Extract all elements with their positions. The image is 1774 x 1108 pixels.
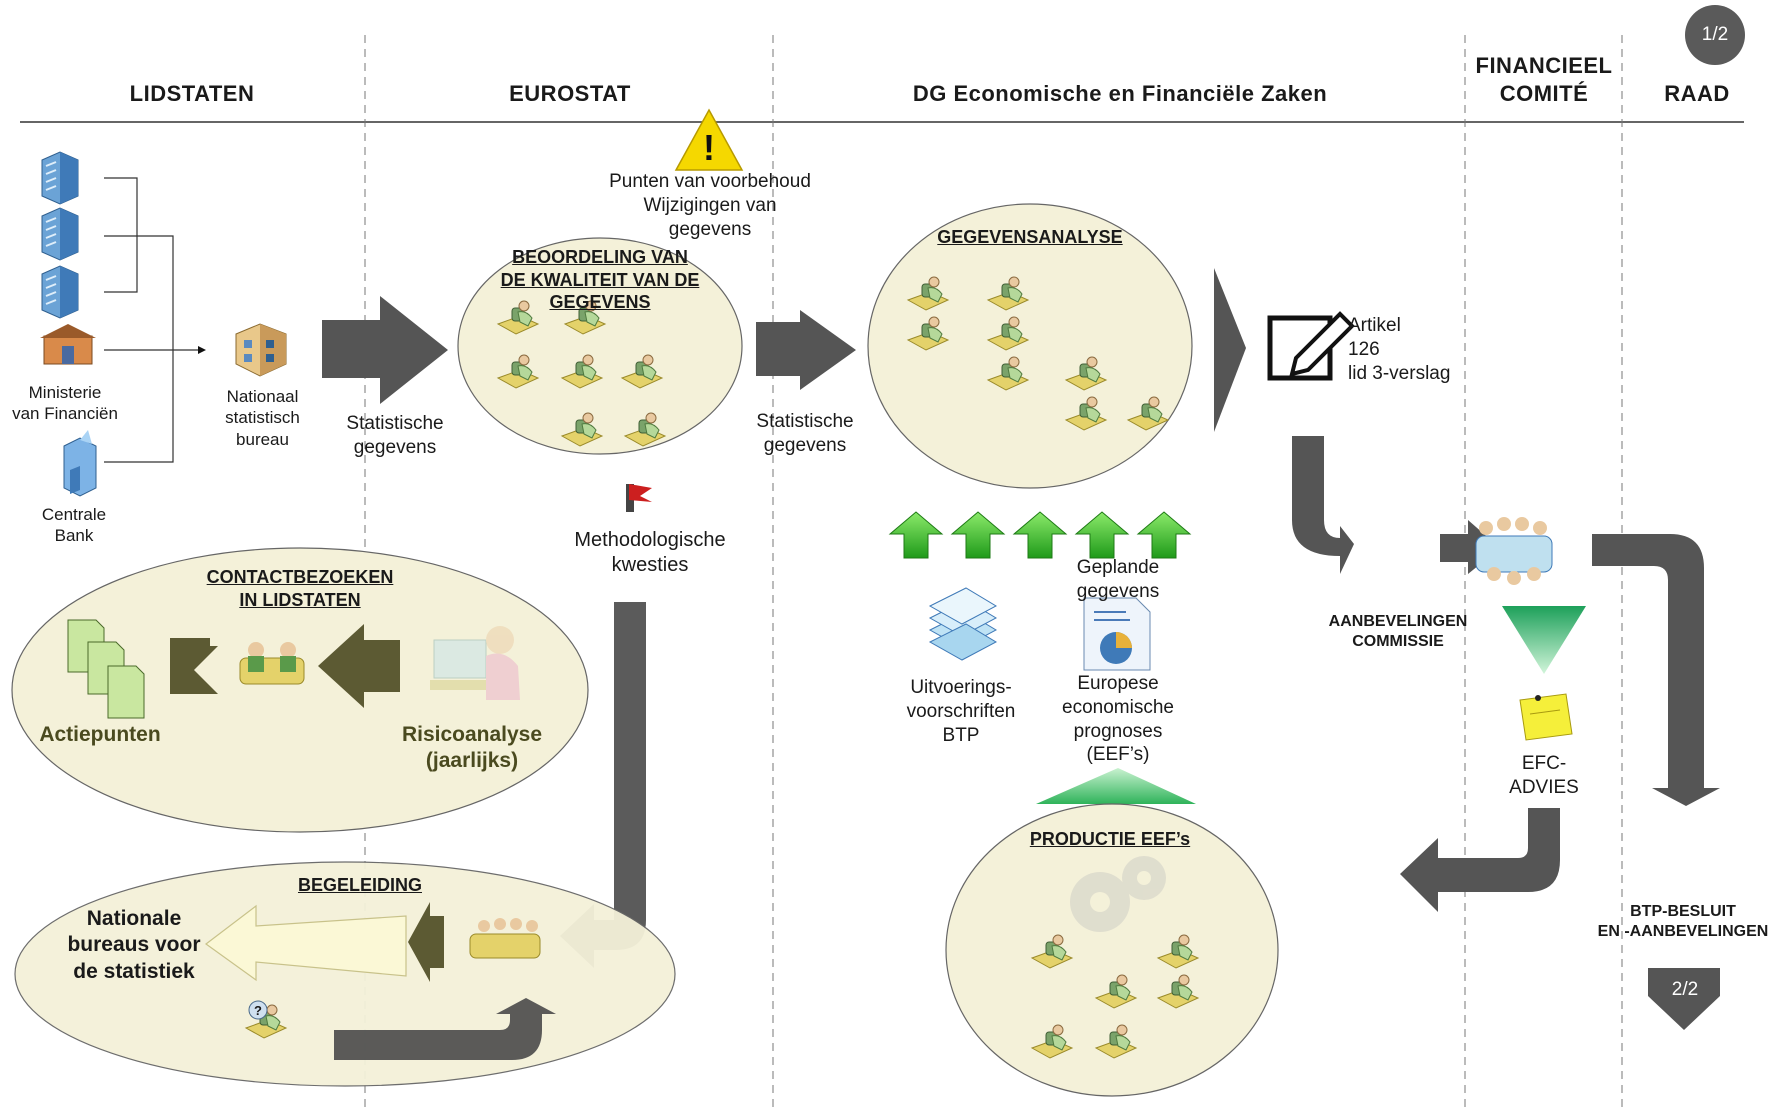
gears-icon [1070,856,1166,932]
label-btp-besluit: BTP-BESLUIT EN -AANBEVELINGEN [1597,903,1769,940]
return-arrow-begeleiding [334,998,556,1060]
committee-meeting-icon [1475,517,1553,585]
flow-arrow-to-comite [1440,520,1500,574]
efc-triangle [1502,606,1586,674]
data-analysis-title: GEGEVENSANALYSE [937,227,1123,247]
label-nsb: Nationaal statistisch bureau [225,387,300,449]
flow-arrow-to-raad [1592,534,1720,806]
label-actiepunten: Actiepunten [39,723,161,746]
page-next-label: 2/2 [1671,979,1699,1000]
olive-arrow-to-actiepunten [170,638,218,694]
label-centrale-bank: Centrale Bank [41,505,107,546]
member-state-buildings [41,151,79,319]
flow-arrow-to-eurostat [322,296,448,404]
action-points-document-icons [67,619,145,719]
page-badge-current [1685,5,1745,65]
data-analysis-ellipse [867,203,1193,489]
helpdesk-person-icon: ? [245,1000,287,1039]
planned-data-green-arrows [888,511,1192,559]
forecast-document-icon [1083,597,1151,671]
btp-documents-icon [928,587,998,661]
contact-visits-title: CONTACTBEZOEKEN IN LIDSTATEN [206,567,394,610]
quality-assessment-title: BEOORDELING VAN DE KWALITEIT VAN DE GEGE… [500,247,700,312]
artikel-report-icon [1267,311,1355,381]
central-bank-icon [63,430,97,497]
column-header-lidstaten: LIDSTATEN [129,81,255,106]
guidance-title: BEGELEIDING [297,875,422,895]
page-current-label: 1/2 [1701,24,1729,45]
warning-exclamation-icon: ! [703,127,715,168]
flag-icon [629,484,652,502]
sticky-note-icon [1519,693,1573,741]
label-statistische-gegevens-2: Statistische gegevens [756,411,854,456]
olive-arrow-from-risk [318,624,400,708]
flow-arrow-to-aanbevelingen [1292,436,1354,574]
warning-text: Punten van voorbehoud Wijzigingen van ge… [609,171,811,240]
page-badge-next [1648,968,1720,1030]
production-triangle [1036,768,1196,804]
warning-icon [674,108,744,171]
flow-arrow-to-dg [756,310,856,390]
svg-text:?: ? [254,1003,262,1018]
quality-assessment-ellipse [457,237,743,455]
olive-arrow-begeleiding [408,902,444,982]
eef-production-ellipse [945,803,1279,1097]
label-eef: Europese economische prognoses (EEF’s) [1062,673,1174,766]
connector-arrowhead [198,346,206,354]
flow-arrow-back-to-commissie [1400,808,1560,912]
contact-visits-ellipse [11,547,589,833]
label-ministerie: Ministerie van Financiën [12,383,118,424]
light-arrow-to-national-bureaus [204,904,407,982]
label-statistische-gegevens-1: Statistische gegevens [346,413,444,458]
label-methodological: Methodologische kwesties [574,529,726,576]
label-artikel: Artikel 126 lid 3-verslag [1348,315,1451,384]
label-risicoanalyse: Risicoanalyse (jaarlijks) [401,723,543,773]
label-geplande-gegevens: Geplande gegevens [1076,557,1160,602]
ministry-icon [40,324,96,365]
label-uitvoeringsvoorschriften: Uitvoerings- voorschriften BTP [906,677,1016,746]
member-state-connectors [104,177,198,463]
eef-production-title: PRODUCTIE EEF’s [1029,829,1191,849]
triangle-arrow-to-artikel [1214,268,1246,432]
label-efc-advies: EFC- ADVIES [1509,753,1579,798]
risk-analysis-person-icon [430,626,520,700]
meeting-icon-contact [239,642,305,685]
flow-arrow-to-begeleiding [560,602,646,968]
column-header-raad: RAAD [1664,81,1730,106]
column-header-financieel-comite: FINANCIEEL COMITÉ [1475,53,1613,106]
label-national-bureaus: Nationale bureaus voor de statistiek [67,907,201,983]
nsb-icon [235,323,287,377]
label-aanbevelingen-commissie: AANBEVELINGEN COMMISSIE [1328,613,1468,650]
column-header-eurostat: EUROSTAT [509,81,631,106]
column-header-dg: DG Economische en Financiële Zaken [912,81,1328,106]
meeting-icon-begeleiding [469,918,541,959]
